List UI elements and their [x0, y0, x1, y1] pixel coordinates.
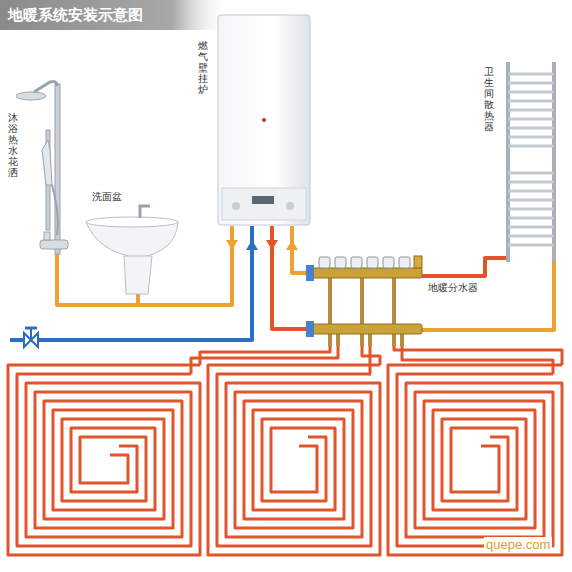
loop-feed-pipe [370, 345, 371, 374]
ball-valve [306, 265, 314, 281]
flow-arrow [266, 240, 278, 250]
radiator-pipe [422, 258, 508, 276]
flow-arrow [286, 240, 298, 250]
basin-label: 洗面盆 [92, 190, 122, 204]
valve-cap [319, 257, 330, 268]
valve-cap [383, 257, 394, 268]
air-vent [414, 256, 422, 268]
floor-loop [8, 365, 562, 555]
manifold-bar [312, 324, 422, 334]
boiler-knob [286, 202, 294, 210]
radiator-bar [508, 172, 554, 175]
radiator-bar [508, 100, 554, 103]
manifold-port [336, 334, 340, 346]
valve-cap [335, 257, 346, 268]
shower-illustration [16, 82, 68, 255]
valve-cap [399, 257, 410, 268]
radiator-bar [508, 226, 554, 229]
manifold-label-box: 地暖分水器 [428, 281, 478, 295]
shower-head [16, 92, 46, 100]
loop-feed-pipe [402, 345, 553, 374]
manifold-port [368, 334, 372, 346]
ball-valve [306, 321, 314, 337]
radiator-pipe [422, 262, 554, 330]
radiator-bar [508, 244, 554, 247]
title-banner [0, 0, 230, 30]
flow-arrow [226, 240, 238, 250]
mixer-valve [40, 240, 68, 249]
shower-arm [34, 82, 57, 93]
watermark: quepe.com [484, 537, 552, 552]
radiator-label-box: 卫生间散热器 [484, 66, 494, 132]
basin-faucet [140, 206, 150, 218]
radiator-bar [508, 74, 554, 245]
radiator-bar [508, 127, 554, 130]
valve-cap [319, 257, 410, 268]
radiator-bar [508, 118, 554, 121]
boiler-knob [232, 202, 240, 210]
floor-loop [217, 374, 371, 546]
loop-feed-pipe [394, 345, 562, 365]
radiator-bar [508, 91, 554, 94]
radiator-bar [508, 145, 554, 148]
floor-loop [208, 365, 380, 555]
manifold-bar [312, 268, 422, 278]
inlet-valve [24, 328, 38, 347]
inlet-valve [25, 327, 37, 330]
radiator-bar [508, 208, 554, 211]
manifold-port [360, 278, 364, 346]
basin-label-box: 洗面盆 [92, 190, 122, 204]
floor-loop [8, 365, 200, 555]
boiler-display [252, 196, 274, 204]
valve-cap [367, 257, 378, 268]
watermark-box: quepe.com [484, 537, 552, 552]
radiator-bar [508, 82, 554, 85]
pipe [10, 226, 554, 340]
manifold-port [330, 278, 402, 346]
floor-loop [397, 374, 553, 546]
radiator-bar [508, 235, 554, 238]
boiler-body [218, 15, 310, 225]
basin-rim [86, 217, 178, 227]
title: 地暖系统安装示意图 [8, 6, 143, 24]
title-box: 地暖系统安装示意图 [8, 6, 143, 24]
control-panel [222, 188, 306, 220]
radiator-illustration [508, 62, 554, 262]
radiator-bar [508, 109, 554, 112]
radiator-bar [508, 217, 554, 220]
loop-feed-pipe [191, 345, 338, 374]
manifold-port [392, 278, 396, 346]
manifold-port [400, 334, 404, 346]
boiler-illustration [218, 15, 310, 225]
shower-label: 沐浴热水花洒 [8, 112, 18, 178]
shower-hose [52, 185, 58, 235]
floor-loop [17, 374, 191, 546]
basin-illustration [86, 206, 178, 294]
manifold-illustration [306, 256, 422, 346]
inlet-valve [30, 328, 32, 340]
loop-feed-pipe [191, 345, 562, 374]
mixer-handle [44, 232, 50, 240]
radiator-bar [508, 181, 554, 184]
shower-label-box: 沐浴热水花洒 [8, 112, 18, 178]
loop-feed-pipe [200, 345, 330, 365]
radiator-bar [508, 190, 554, 193]
boiler-label: 燃气壁挂炉 [198, 40, 208, 95]
valve-cap [351, 257, 362, 268]
boiler-label-box: 燃气壁挂炉 [198, 40, 208, 95]
radiator-bar [508, 199, 554, 202]
manifold-label: 地暖分水器 [428, 281, 478, 295]
floor-loop [388, 365, 562, 555]
basin-pedestal [124, 256, 152, 294]
radiator-label: 卫生间散热器 [484, 66, 494, 132]
radiator-bar [508, 136, 554, 139]
boiler-logo [262, 118, 266, 122]
manifold-port [328, 278, 332, 346]
hand-shower [42, 140, 52, 185]
supply-pipe [272, 226, 314, 329]
flow-arrow [246, 240, 258, 250]
radiator-bar [508, 73, 554, 76]
flow-arrow [226, 240, 298, 250]
